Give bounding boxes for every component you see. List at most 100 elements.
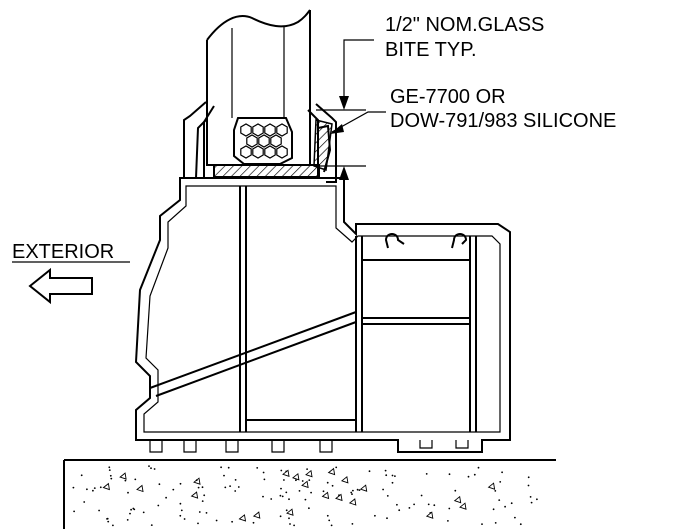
- concrete-dot: [165, 496, 168, 499]
- gasket-cell: [240, 123, 252, 137]
- concrete-dot: [83, 501, 86, 503]
- concrete-dot: [129, 512, 131, 515]
- concrete-dot: [279, 494, 282, 497]
- concrete-dot: [499, 481, 502, 483]
- concrete-dot: [356, 488, 359, 491]
- concrete-aggregate: [119, 472, 127, 480]
- concrete-dot: [134, 478, 137, 481]
- gasket-cell: [252, 145, 264, 159]
- concrete-dot: [335, 466, 338, 469]
- concrete-aggregate: [327, 467, 336, 476]
- gasket-cell: [246, 134, 258, 148]
- concrete-dot: [142, 511, 145, 514]
- concrete-dot: [281, 495, 284, 498]
- concrete-dot: [514, 516, 516, 519]
- concrete-dot: [262, 495, 264, 498]
- hatched-setting-block-icon: [213, 164, 320, 178]
- concrete-dot: [153, 468, 156, 470]
- concrete-aggregate: [348, 498, 357, 506]
- concrete-dot: [201, 500, 204, 502]
- concrete-dot: [197, 486, 200, 489]
- concrete-dot: [494, 490, 497, 492]
- concrete-dot: [391, 474, 394, 477]
- silicone-bead: [313, 119, 333, 171]
- concrete-dot: [492, 508, 495, 511]
- concrete-aggregate: [459, 502, 467, 510]
- glazing-stop-exterior: [183, 101, 215, 179]
- window-frame-profile: [134, 177, 511, 453]
- concrete-dot: [110, 477, 113, 480]
- concrete-dot: [328, 519, 331, 522]
- concrete-dot: [203, 494, 206, 497]
- concrete-dot: [504, 505, 506, 508]
- gasket-cell: [264, 123, 276, 137]
- concrete-dot: [368, 470, 371, 473]
- concrete-dot: [262, 471, 265, 474]
- concrete-dot: [285, 491, 288, 494]
- concrete-aggregate: [102, 482, 110, 491]
- concrete-dot: [280, 487, 282, 490]
- concrete-dot: [224, 486, 227, 489]
- concrete-dot: [72, 486, 75, 489]
- concrete-dot: [391, 481, 394, 484]
- concrete-dot: [298, 490, 301, 492]
- concrete-dot: [394, 475, 396, 477]
- concrete-aggregate: [453, 495, 462, 504]
- concrete-dot: [473, 473, 476, 476]
- concrete-dot: [398, 509, 401, 512]
- concrete-dot: [179, 514, 182, 517]
- concrete-dot: [350, 491, 353, 494]
- concrete-aggregate: [487, 482, 496, 490]
- concrete-dot: [304, 498, 307, 501]
- concrete-dot: [448, 507, 451, 510]
- concrete-stipple-icon: [63, 459, 556, 529]
- concrete-dot: [80, 474, 83, 477]
- concrete-aggregate: [291, 472, 300, 481]
- glass-bite-dimension: [316, 39, 374, 212]
- concrete-dot: [427, 503, 430, 506]
- concrete-dot: [92, 489, 94, 492]
- gasket-cell: [240, 145, 252, 159]
- concrete-dot: [293, 524, 295, 527]
- gasket-cell: [258, 134, 270, 148]
- concrete-dot: [529, 496, 532, 498]
- concrete-dot: [351, 523, 354, 525]
- concrete-dot: [130, 508, 133, 511]
- gasket-cell: [264, 145, 276, 159]
- concrete-dot: [352, 489, 354, 492]
- concrete-dot: [107, 520, 110, 523]
- concrete-dot: [308, 479, 311, 481]
- concrete-dot: [98, 509, 100, 512]
- concrete-dot: [108, 469, 111, 471]
- concrete-dot: [148, 465, 150, 467]
- concrete-dot: [308, 507, 310, 510]
- concrete-dot: [288, 498, 290, 501]
- concrete-aggregate: [335, 493, 343, 502]
- concrete-dot: [385, 474, 388, 477]
- concrete-dot: [256, 467, 259, 469]
- concrete-dot: [510, 502, 513, 505]
- concrete-dot: [310, 491, 312, 494]
- concrete-dot: [215, 519, 218, 522]
- concrete-dot: [285, 509, 288, 512]
- sealant-label-line2: DOW-791/983 SILICONE: [390, 110, 616, 132]
- concrete-dot: [408, 507, 411, 509]
- concrete-dot: [234, 479, 237, 481]
- concrete-dot: [179, 482, 182, 485]
- concrete-dot: [172, 488, 175, 491]
- concrete-aggregate: [252, 511, 261, 519]
- concrete-dot: [158, 483, 161, 486]
- concrete-aggregate: [190, 491, 199, 499]
- concrete-aggregate: [340, 475, 349, 484]
- concrete-dot: [150, 467, 152, 470]
- concrete-dot: [106, 518, 108, 520]
- glass-bite-label-line2: BITE TYP.: [385, 39, 477, 61]
- concrete-dot: [331, 484, 334, 487]
- concrete-aggregate: [193, 477, 201, 485]
- concrete-dot: [306, 468, 308, 470]
- concrete-dot: [454, 489, 457, 492]
- concrete-dot: [205, 512, 208, 514]
- concrete-dot: [330, 524, 333, 527]
- concrete-dot: [386, 517, 388, 520]
